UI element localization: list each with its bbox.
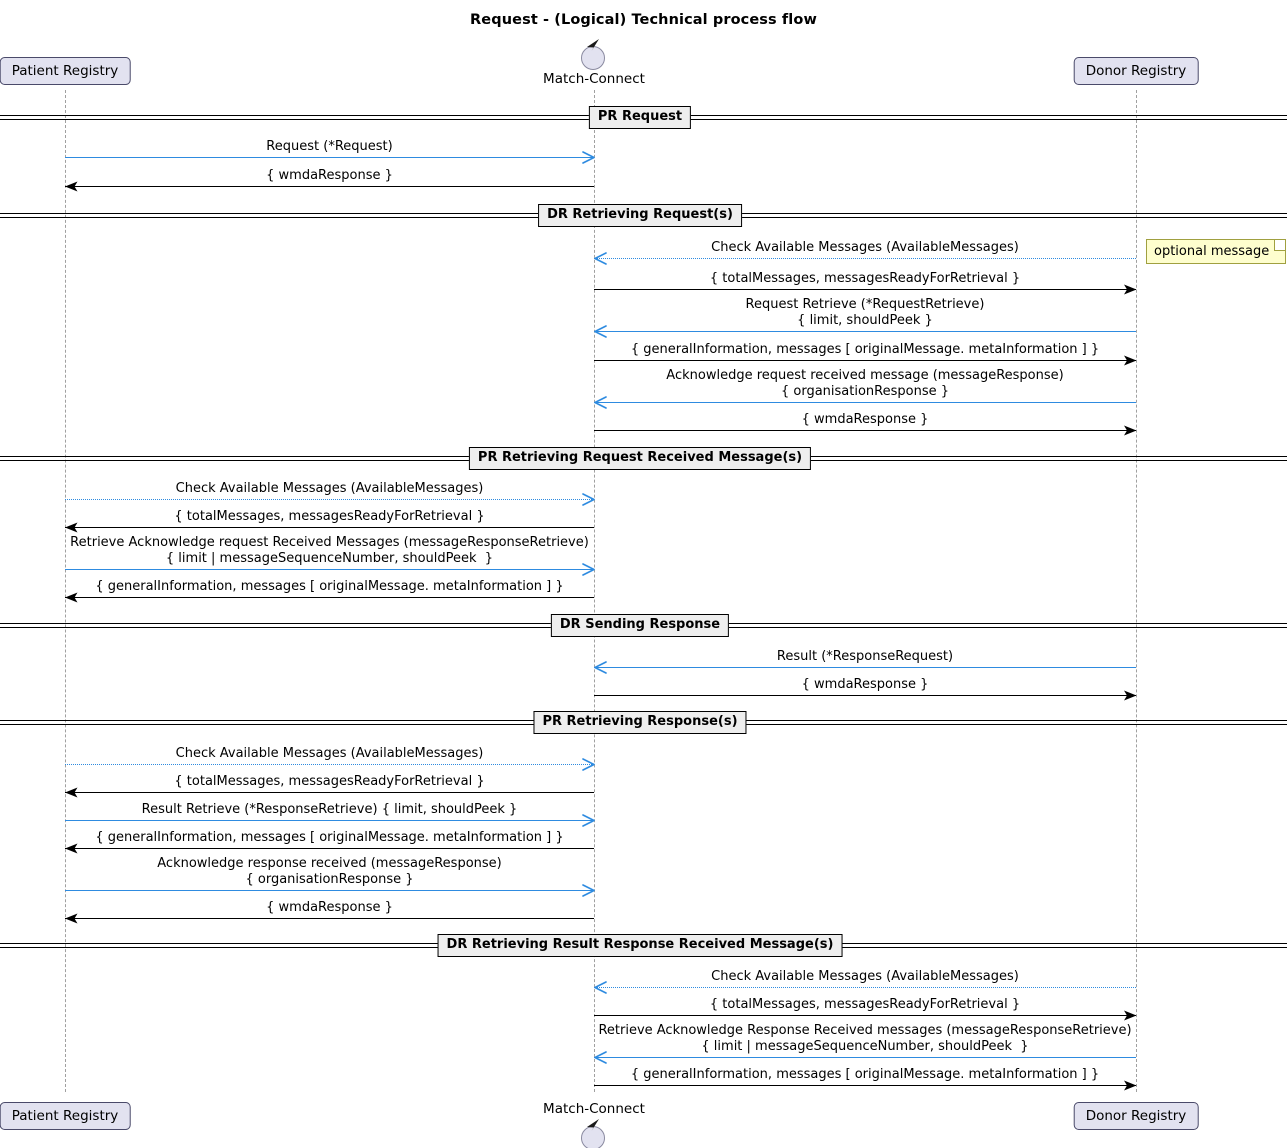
arrowhead-right bbox=[1124, 355, 1137, 365]
message-line-0 bbox=[65, 157, 594, 158]
message-line-4 bbox=[594, 331, 1136, 332]
note-fold-corner bbox=[1274, 240, 1286, 251]
message-label-4: Request Retrieve (*RequestRetrieve) { li… bbox=[745, 297, 985, 328]
message-line-13 bbox=[594, 695, 1136, 696]
section-label-2: PR Retrieving Request Received Message(s… bbox=[468, 447, 812, 470]
message-label-7: { wmdaResponse } bbox=[801, 412, 929, 427]
arrowhead-right bbox=[1124, 284, 1137, 294]
message-line-6 bbox=[594, 402, 1136, 403]
message-line-3 bbox=[594, 289, 1136, 290]
message-line-15 bbox=[65, 792, 594, 793]
section-label-3: DR Sending Response bbox=[550, 614, 730, 637]
participant-top-pr[interactable]: Patient Registry bbox=[0, 57, 131, 85]
arrowhead-left bbox=[594, 324, 607, 338]
lifeline-mc bbox=[594, 90, 595, 1092]
participant-bottom-pr[interactable]: Patient Registry bbox=[0, 1102, 131, 1130]
message-label-6: Acknowledge request received message (me… bbox=[666, 368, 1064, 399]
arrowhead-left bbox=[65, 592, 78, 602]
message-label-11: { generalInformation, messages [ origina… bbox=[95, 579, 564, 594]
message-label-17: { generalInformation, messages [ origina… bbox=[95, 830, 564, 845]
participant-top-mc-label[interactable]: Match-Connect bbox=[543, 71, 645, 87]
message-label-19: { wmdaResponse } bbox=[266, 900, 393, 915]
message-label-13: { wmdaResponse } bbox=[801, 677, 929, 692]
message-line-5 bbox=[594, 360, 1136, 361]
participant-bottom-dr[interactable]: Donor Registry bbox=[1073, 1102, 1199, 1130]
message-line-12 bbox=[594, 667, 1136, 668]
message-line-22 bbox=[594, 1057, 1136, 1058]
arrowhead-left bbox=[65, 522, 78, 532]
section-label-1: DR Retrieving Request(s) bbox=[538, 204, 742, 227]
control-arrow-icon bbox=[587, 1119, 599, 1131]
section-label-5: DR Retrieving Result Response Received M… bbox=[437, 934, 843, 957]
section-label-0: PR Request bbox=[588, 106, 692, 129]
control-actor-bottom-mc[interactable] bbox=[577, 1118, 611, 1148]
arrowhead-right bbox=[582, 492, 595, 506]
message-label-12: Result (*ResponseRequest) bbox=[776, 649, 954, 664]
lifeline-dr bbox=[1136, 90, 1137, 1092]
message-label-1: { wmdaResponse } bbox=[266, 168, 393, 183]
note-text: optional message bbox=[1154, 244, 1270, 259]
arrowhead-left bbox=[65, 913, 78, 923]
message-label-5: { generalInformation, messages [ origina… bbox=[630, 342, 1100, 357]
page-title: Request - (Logical) Technical process fl… bbox=[470, 12, 817, 28]
arrowhead-right bbox=[582, 150, 595, 164]
message-line-17 bbox=[65, 848, 594, 849]
arrowhead-right bbox=[1124, 1080, 1137, 1090]
arrowhead-left bbox=[594, 251, 607, 265]
arrowhead-left bbox=[65, 843, 78, 853]
message-label-22: Retrieve Acknowledge Response Received m… bbox=[598, 1023, 1132, 1054]
message-line-16 bbox=[65, 820, 594, 821]
message-label-14: Check Available Messages (AvailableMessa… bbox=[175, 746, 484, 761]
lifeline-pr bbox=[65, 90, 66, 1092]
message-label-2: Check Available Messages (AvailableMessa… bbox=[711, 240, 1019, 255]
message-line-23 bbox=[594, 1085, 1136, 1086]
participant-bottom-mc-label[interactable]: Match-Connect bbox=[543, 1101, 645, 1117]
message-line-14 bbox=[65, 764, 594, 765]
message-label-23: { generalInformation, messages [ origina… bbox=[630, 1067, 1100, 1082]
message-line-9 bbox=[65, 527, 594, 528]
message-line-21 bbox=[594, 1015, 1136, 1016]
message-line-7 bbox=[594, 430, 1136, 431]
arrowhead-right bbox=[582, 562, 595, 576]
message-line-18 bbox=[65, 890, 594, 891]
arrowhead-left bbox=[65, 181, 78, 191]
message-label-0: Request (*Request) bbox=[266, 139, 393, 154]
message-label-21: { totalMessages, messagesReadyForRetriev… bbox=[709, 997, 1021, 1012]
arrowhead-right bbox=[582, 813, 595, 827]
message-line-20 bbox=[594, 987, 1136, 988]
message-label-8: Check Available Messages (AvailableMessa… bbox=[175, 481, 484, 496]
message-label-9: { totalMessages, messagesReadyForRetriev… bbox=[174, 509, 485, 524]
message-label-16: Result Retrieve (*ResponseRetrieve) { li… bbox=[141, 802, 518, 817]
control-arrow-icon bbox=[587, 39, 599, 51]
arrowhead-right bbox=[582, 757, 595, 771]
arrowhead-left bbox=[594, 980, 607, 994]
message-line-1 bbox=[65, 186, 594, 187]
message-line-10 bbox=[65, 569, 594, 570]
message-line-8 bbox=[65, 499, 594, 500]
message-line-2 bbox=[594, 258, 1136, 259]
message-label-15: { totalMessages, messagesReadyForRetriev… bbox=[174, 774, 485, 789]
section-label-4: PR Retrieving Response(s) bbox=[533, 711, 747, 734]
arrowhead-right bbox=[1124, 1010, 1137, 1020]
message-label-10: Retrieve Acknowledge request Received Me… bbox=[70, 535, 589, 566]
arrowhead-left bbox=[594, 1050, 607, 1064]
arrowhead-right bbox=[1124, 425, 1137, 435]
note-optional-message: optional message bbox=[1146, 239, 1287, 264]
arrowhead-left bbox=[594, 395, 607, 409]
message-line-11 bbox=[65, 597, 594, 598]
message-line-19 bbox=[65, 918, 594, 919]
arrowhead-right bbox=[1124, 690, 1137, 700]
message-label-18: Acknowledge response received (messageRe… bbox=[157, 856, 502, 887]
arrowhead-left bbox=[594, 660, 607, 674]
control-circle-icon bbox=[581, 46, 605, 70]
message-label-3: { totalMessages, messagesReadyForRetriev… bbox=[709, 271, 1021, 286]
arrowhead-left bbox=[65, 787, 78, 797]
control-actor-top-mc[interactable] bbox=[577, 38, 611, 72]
message-label-20: Check Available Messages (AvailableMessa… bbox=[711, 969, 1019, 984]
participant-top-dr[interactable]: Donor Registry bbox=[1073, 57, 1199, 85]
arrowhead-right bbox=[582, 883, 595, 897]
